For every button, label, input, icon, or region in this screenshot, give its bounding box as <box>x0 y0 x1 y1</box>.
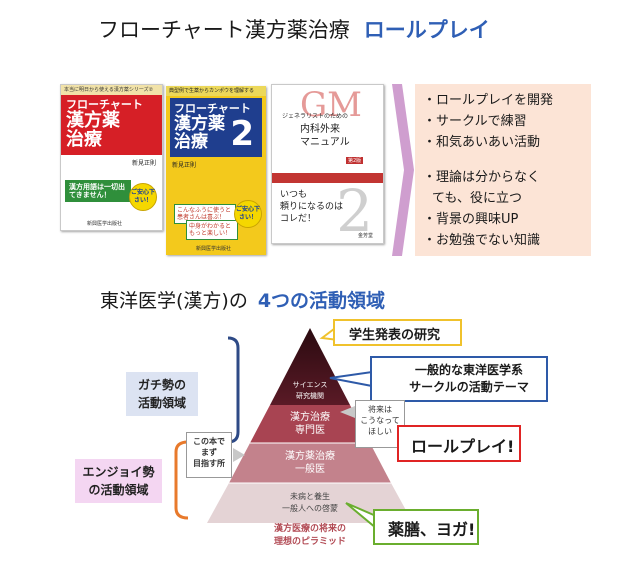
callout-roleplay: ロールプレイ! <box>397 425 521 462</box>
gray-left-line2: まず <box>201 448 217 457</box>
callout-blue-line1: 一般的な東洋医学系 <box>414 363 523 377</box>
book2-series: 典型例で生薬からカンポウを理解する <box>166 86 266 96</box>
book3-body-line2: 頼りになるのは <box>280 202 344 212</box>
note-item: ・お勉強でない知識 <box>423 233 541 248</box>
tier1-line2: 研究機関 <box>296 392 324 400</box>
note-item: ・理論は分からなく <box>423 170 541 185</box>
book1-author: 新見正則 <box>131 159 156 167</box>
caption-line1: 漢方医療の将来の <box>273 524 346 534</box>
label-pink-line2: の活動領域 <box>88 483 149 497</box>
note-item: ・ロールプレイを開発 <box>423 93 554 108</box>
callout-book-goal: この本で まず 目指す所 <box>186 432 232 478</box>
book3-title-line1: 内科外来 <box>300 124 340 135</box>
book1-title-line1: フローチャート <box>66 98 143 111</box>
label-casual-area: エンジョイ勢 の活動領域 <box>75 459 162 503</box>
book-cover-2: 典型例で生薬からカンポウを理解する フローチャート 漢方薬 治療 2 新見正則 … <box>166 86 266 255</box>
notes-box: ・ロールプレイを開発 ・サークルで練習 ・和気あいあい活動 ・理論は分からなく … <box>415 84 591 256</box>
book2-note2: 中身がわかるともっと楽しい！ <box>186 220 238 240</box>
book3-body-line1: いつも <box>280 190 308 200</box>
section2-title-accent: 4つの活動領域 <box>257 290 386 312</box>
book1-publisher: 新興医学出版社 <box>87 221 123 227</box>
title-main: フローチャート漢方薬治療 <box>98 18 350 42</box>
book1-title: フローチャート 漢方薬 治療 <box>61 95 162 155</box>
label-blue-line1: ガチ勢の <box>137 378 186 392</box>
book-cover-1: 本当に明日から使える漢方薬シリーズ② フローチャート 漢方薬 治療 新見正則 漢… <box>60 84 163 231</box>
callout-future-hope: 将来は こうなって ほしい <box>355 400 405 448</box>
note-item: ・和気あいあい活動 <box>423 135 541 150</box>
book2-note1: こんなふうに使うと患者さんは喜ぶ！ <box>174 204 236 224</box>
book3-body: いつも 頼りになるのは コレだ！ <box>280 189 343 225</box>
section2-title-main: 東洋医学(漢方)の <box>100 290 248 312</box>
book2-burst-badge: ご安心下さい！ <box>234 200 262 228</box>
tier2-line1: 漢方治療 <box>290 412 330 423</box>
book2-title-line1: フローチャート <box>174 102 251 115</box>
book3-logo: GM <box>300 85 362 125</box>
note-item: ・サークルで練習 <box>423 114 527 129</box>
pyramid-tier-2 <box>250 405 370 443</box>
tier4-line1: 未病と養生 <box>290 492 330 501</box>
title-accent: ロールプレイ <box>363 18 490 42</box>
gray-left-line3: 目指す所 <box>193 459 225 468</box>
tier3-line1: 漢方薬治療 <box>285 451 335 462</box>
tier4-line2: 一般人への啓蒙 <box>282 504 338 513</box>
book3-body-line3: コレだ！ <box>280 214 317 224</box>
caption-line2: 理想のピラミッド <box>273 537 346 547</box>
bracket-blue <box>227 336 240 444</box>
callout-student-research: 学生発表の研究 <box>333 319 462 346</box>
book3-edition: 第2版 <box>346 157 364 164</box>
book3-number: 2 <box>336 177 373 244</box>
tier1-label: サイエンス 研究機関 <box>268 380 352 402</box>
book2-author: 新見正則 <box>172 161 197 169</box>
callout-blue-line2: サークルの活動テーマ <box>409 380 529 394</box>
note-item: ・背景の興味UP <box>423 212 519 227</box>
bracket-orange <box>174 440 189 520</box>
book2-publisher: 新興医学出版社 <box>196 246 232 252</box>
book2-title-line2: 漢方薬 <box>174 113 225 134</box>
label-hardcore-area: ガチ勢の 活動領域 <box>126 372 198 416</box>
book3-subtitle: ジェネラリストのための <box>282 113 349 120</box>
book1-series: 本当に明日から使える漢方薬シリーズ② <box>61 85 162 95</box>
tier1-line1: サイエンス <box>292 381 328 389</box>
book3-title: 内科外来 マニュアル <box>300 123 350 149</box>
book2-number: 2 <box>230 114 254 154</box>
book3-publisher: 金芳堂 <box>357 233 373 239</box>
book2-title: フローチャート 漢方薬 治療 2 <box>170 98 262 157</box>
book1-burst-badge: ご安心下さい！ <box>129 183 157 211</box>
page-title: フローチャート漢方薬治療ロールプレイ <box>98 14 490 44</box>
book1-green-box: 漢方用語は一切出てきません！ <box>65 179 131 202</box>
pyramid-tier-3 <box>229 443 391 483</box>
tier3-label: 漢方薬治療 一般医 <box>250 450 370 476</box>
book3-red-band <box>272 173 383 183</box>
tier4-label: 未病と養生 一般人への啓蒙 <box>250 491 370 515</box>
callout-circle-theme: 一般的な東洋医学系 サークルの活動テーマ <box>370 356 548 402</box>
book1-title-line2: 漢方薬 <box>66 109 120 131</box>
tier3-line2: 一般医 <box>295 464 325 475</box>
tier2-label: 漢方治療 専門医 <box>260 411 360 437</box>
label-blue-line2: 活動領域 <box>137 396 186 410</box>
gray-right-line1: 将来は <box>368 405 392 414</box>
book2-title-line3: 治療 <box>174 132 208 153</box>
chevron-arrow-icon <box>392 84 414 256</box>
gray-right-line2: こうなって <box>360 416 400 425</box>
book1-title-line3: 治療 <box>66 129 102 151</box>
label-pink-line1: エンジョイ勢 <box>82 465 155 479</box>
gray-left-line1: この本で <box>193 437 225 446</box>
book3-title-line2: マニュアル <box>300 137 350 148</box>
book-cover-3: GM ジェネラリストのための 内科外来 マニュアル 第2版 2 いつも 頼りにな… <box>271 84 384 244</box>
section2-title: 東洋医学(漢方)の 4つの活動領域 <box>100 286 385 313</box>
tier2-line2: 専門医 <box>295 425 325 436</box>
pyramid-tier-1 <box>270 328 350 405</box>
pyramid-caption: 漢方医療の将来の 理想のピラミッド <box>245 523 375 549</box>
callout-yakuzen-yoga: 薬膳、ヨガ! <box>373 509 479 545</box>
note-item: ても、役に立つ <box>432 191 522 206</box>
gray-right-line3: ほしい <box>368 427 392 436</box>
